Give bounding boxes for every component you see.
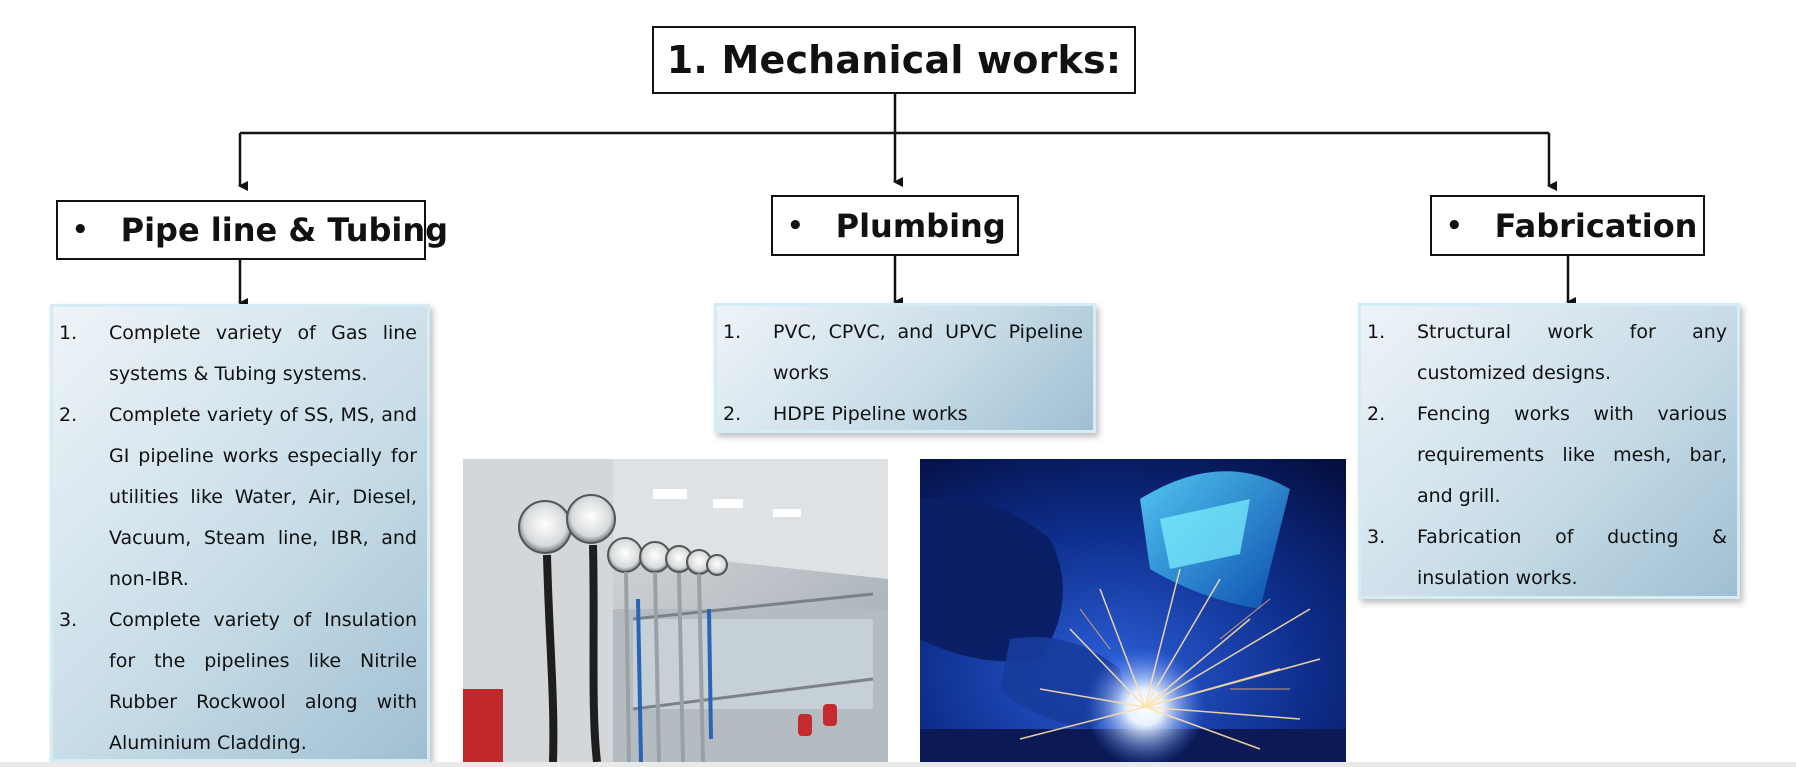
item-text: Complete variety of Insulation for the p… [109,609,417,754]
title-box: 1. Mechanical works: [652,26,1136,94]
item-text: Fabrication of ducting & insulation work… [1417,526,1727,589]
list-item: 2. Fencing works with various requirement… [1367,394,1727,517]
item-number: 2. [723,403,742,425]
item-number: 1. [59,322,78,344]
heading-pipeline-tubing: • Pipe line & Tubing [56,200,448,260]
list-item: 3. Complete variety of Insulation for the… [59,600,417,764]
bullet: • [72,215,89,245]
pipeline-gauges-photo [463,459,888,762]
list-item: 2. Complete variety of SS, MS, and GI pip… [59,395,417,600]
plumbing-list: 1. PVC, CPVC, and UPVC Pipeline works 2. H… [714,303,1096,433]
pipeline-tubing-list: 1. Complete variety of Gas line systems &… [50,304,430,762]
heading-fabrication: • Fabrication [1430,195,1705,256]
item-number: 3. [1367,526,1386,548]
list-item: 2. HDPE Pipeline works [723,394,1083,435]
item-text: Complete variety of Gas line systems & T… [109,322,417,385]
item-number: 3. [59,609,78,631]
item-number: 1. [1367,321,1386,343]
heading-label: Pipe line & Tubing [120,211,449,249]
item-text: Structural work for any customized desig… [1417,321,1727,384]
item-text: Fencing works with various requirements … [1417,403,1727,507]
item-text: HDPE Pipeline works [773,403,968,425]
heading-plumbing: • Plumbing [771,195,1019,256]
list-item: 3. Fabrication of ducting & insulation wo… [1367,517,1727,599]
item-text: PVC, CPVC, and UPVC Pipeline works [773,321,1083,384]
welding-sparks-photo [920,459,1346,762]
bullet: • [787,210,804,241]
item-number: 2. [59,404,78,426]
list-item: 1. Complete variety of Gas line systems &… [59,313,417,395]
bottom-strip [0,762,1796,767]
heading-label: Plumbing [835,206,1006,245]
list-item: 1. PVC, CPVC, and UPVC Pipeline works [723,312,1083,394]
item-text: Complete variety of SS, MS, and GI pipel… [109,404,417,590]
heading-label: Fabrication [1494,206,1698,245]
fabrication-list: 1. Structural work for any customized des… [1358,303,1740,599]
item-number: 1. [723,321,742,343]
bullet: • [1446,210,1463,241]
page-title: 1. Mechanical works: [666,38,1122,82]
item-number: 2. [1367,403,1386,425]
list-item: 1. Structural work for any customized des… [1367,312,1727,394]
